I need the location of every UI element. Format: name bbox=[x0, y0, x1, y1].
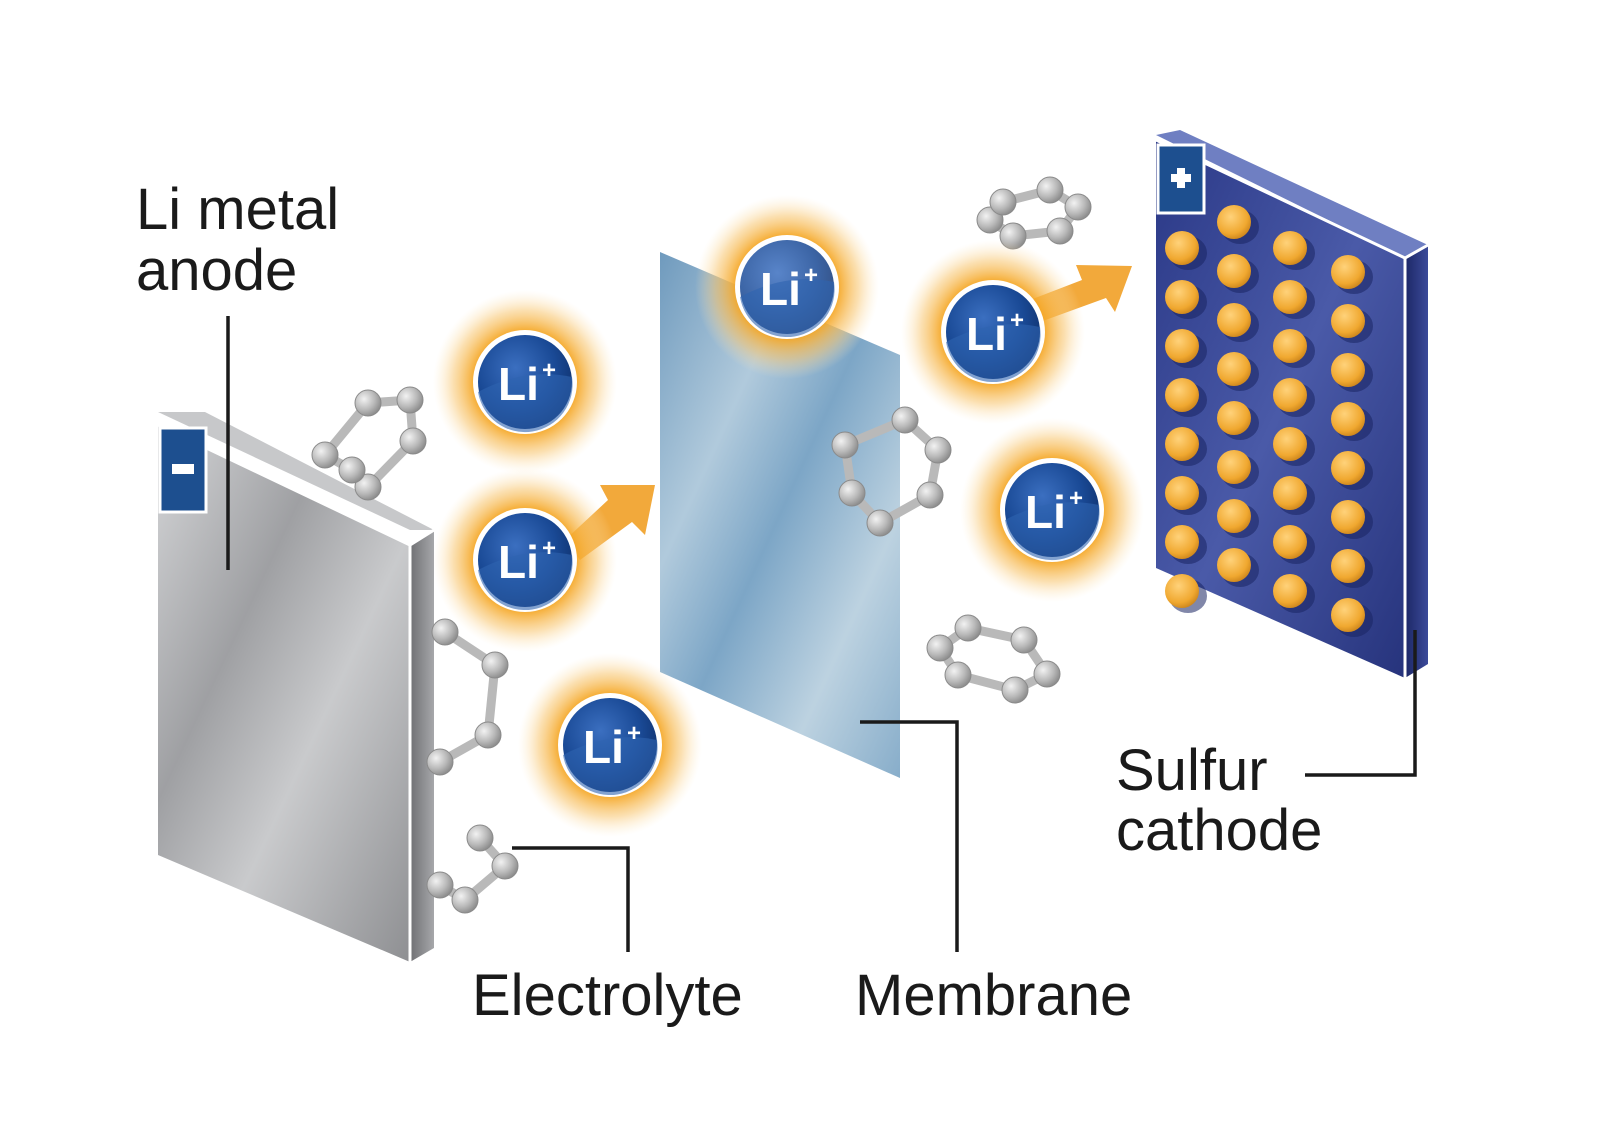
sulfur-dot bbox=[1165, 280, 1207, 319]
electrolyte-label: Electrolyte bbox=[472, 963, 743, 1028]
ion-charge: + bbox=[542, 357, 556, 384]
polysulfide-rings bbox=[311, 176, 1092, 914]
lithium-ion-icon: Li+ bbox=[695, 195, 879, 379]
sulfur-dot bbox=[1331, 255, 1373, 294]
sulfur-dot bbox=[1217, 303, 1259, 342]
polysulfide-ring-icon bbox=[311, 386, 427, 501]
sulfur-dot bbox=[1217, 548, 1259, 587]
sulfur-dot bbox=[1217, 352, 1259, 391]
ion-symbol: Li bbox=[966, 308, 1007, 360]
sulfur-dot bbox=[1273, 231, 1315, 270]
sulfur-dot bbox=[1165, 525, 1207, 564]
lithium-ion-icon: Li+ bbox=[518, 653, 702, 837]
sulfur-dot bbox=[1217, 450, 1259, 489]
ion-symbol: Li bbox=[583, 721, 624, 773]
ion-charge: + bbox=[1010, 307, 1024, 334]
lithium-ion-icon: Li+ bbox=[901, 240, 1085, 424]
sulfur-dot bbox=[1273, 574, 1315, 613]
polysulfide-ring-icon bbox=[831, 406, 952, 537]
leader-lines bbox=[226, 316, 1417, 952]
sulfur-dot bbox=[1217, 499, 1259, 538]
ion-symbol: Li bbox=[760, 263, 801, 315]
sulfur-dot bbox=[1165, 476, 1207, 515]
cathode-label-line2: cathode bbox=[1116, 798, 1322, 863]
sulfur-dot bbox=[1331, 353, 1373, 392]
polysulfide-ring-icon bbox=[926, 614, 1061, 704]
minus-terminal-icon bbox=[158, 426, 208, 514]
sulfur-dot bbox=[1273, 378, 1315, 417]
polysulfide-ring-icon bbox=[426, 618, 509, 776]
ion-charge: + bbox=[804, 262, 818, 289]
membrane-label: Membrane bbox=[855, 963, 1132, 1028]
sulfur-dot bbox=[1217, 205, 1259, 244]
sulfur-dot bbox=[1165, 378, 1207, 417]
sulfur-dot bbox=[1273, 329, 1315, 368]
anode-label-line1: Li metal bbox=[136, 177, 339, 242]
plus-terminal-icon bbox=[1156, 143, 1206, 215]
polysulfide-ring-icon bbox=[976, 176, 1092, 250]
sulfur-dot bbox=[1331, 500, 1373, 539]
anode-label-line2: anode bbox=[136, 238, 297, 303]
ion-symbol: Li bbox=[498, 536, 539, 588]
ion-charge: + bbox=[627, 720, 641, 747]
sulfur-dot bbox=[1273, 525, 1315, 564]
sulfur-dot bbox=[1273, 476, 1315, 515]
sulfur-dot bbox=[1165, 329, 1207, 368]
sulfur-dot bbox=[1331, 549, 1373, 588]
ion-charge: + bbox=[542, 535, 556, 562]
sulfur-dot bbox=[1217, 254, 1259, 293]
cathode-label-line1: Sulfur bbox=[1116, 738, 1268, 803]
polysulfide-ring-icon bbox=[426, 824, 519, 914]
sulfur-dot bbox=[1165, 231, 1207, 270]
sulfur-particle-grid bbox=[1165, 205, 1373, 637]
sulfur-dot bbox=[1331, 451, 1373, 490]
sulfur-dot bbox=[1217, 401, 1259, 440]
sulfur-dot bbox=[1331, 304, 1373, 343]
lithium-ion-icon: Li+ bbox=[960, 418, 1144, 602]
lithium-ion-icon: Li+ bbox=[433, 468, 617, 652]
lithium-ions: Li+Li+Li+Li+Li+Li+ bbox=[433, 195, 1144, 837]
ion-symbol: Li bbox=[498, 358, 539, 410]
membrane-sheet bbox=[660, 252, 900, 778]
sulfur-dot bbox=[1331, 402, 1373, 441]
lithium-ion-icon: Li+ bbox=[433, 290, 617, 474]
ion-symbol: Li bbox=[1025, 486, 1066, 538]
sulfur-dot bbox=[1273, 427, 1315, 466]
sulfur-dot bbox=[1165, 427, 1207, 466]
ion-charge: + bbox=[1069, 485, 1083, 512]
sulfur-dot bbox=[1165, 574, 1207, 613]
sulfur-dot bbox=[1331, 598, 1373, 637]
sulfur-dot bbox=[1273, 280, 1315, 319]
